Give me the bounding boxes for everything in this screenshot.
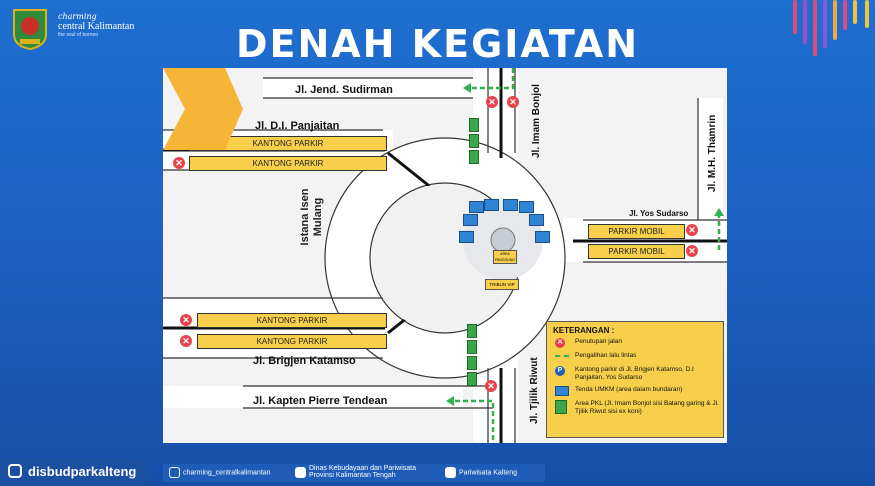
legend-title: KETERANGAN : (553, 326, 615, 335)
road-closure-icon: ✕ (485, 380, 497, 392)
road-closure-icon: ✕ (555, 338, 565, 348)
road-closure-icon: ✕ (173, 157, 185, 169)
umkm-tent-icon (469, 201, 484, 213)
pkl-area-icon (467, 340, 477, 354)
umkm-tent-icon (503, 199, 518, 211)
road-label-panjaitan: Jl. D.I. Panjaitan (255, 120, 340, 132)
tribun-vip: TRIBUN VIP (485, 279, 519, 290)
parking-area: KANTONG PARKIR (197, 313, 387, 328)
umkm-tent-icon (484, 199, 499, 211)
footer-youtube[interactable]: Pariwisata Kalteng (445, 467, 517, 478)
pkl-area-icon (467, 372, 477, 386)
footer-social-bar: charming_centralkalimantan Dinas Kebuday… (163, 464, 545, 482)
legend-item: P Kantong parkir di Jl. Brigjen Katamso,… (553, 365, 723, 385)
umkm-tent-icon (555, 386, 569, 396)
car-parking-area: PARKIR MOBIL (588, 224, 685, 239)
pkl-area-icon (467, 356, 477, 370)
pkl-area-icon (469, 150, 479, 164)
road-closure-icon: ✕ (507, 96, 519, 108)
road-label-tjilik-riwut: Jl. Tjilik Riwut (529, 357, 540, 424)
road-label-tendean: Jl. Kapten Pierre Tendean (253, 395, 388, 407)
umkm-tent-icon (463, 214, 478, 226)
pkl-area-icon (555, 400, 567, 414)
parking-area: KANTONG PARKIR (197, 334, 387, 349)
parking-area: KANTONG PARKIR (189, 156, 387, 171)
footer-instagram[interactable]: charming_centralkalimantan (169, 467, 271, 478)
legend-item: Tenda UMKM (area dalam bundaran) (553, 385, 723, 399)
page-title: DENAH KEGIATAN (235, 22, 640, 66)
road-closure-icon: ✕ (686, 245, 698, 257)
youtube-icon (445, 467, 456, 478)
legend-item: Pengalihan lalu lintas (553, 351, 723, 365)
palace-area (163, 68, 243, 150)
road-label-yos-sudarso: Jl. Yos Sudarso (629, 209, 689, 218)
legend-item: ✕ Penutupan jalan (553, 337, 723, 351)
umkm-tent-icon (519, 201, 534, 213)
palace-label: Istana Isen Mulang (299, 188, 324, 246)
road-closure-icon: ✕ (486, 96, 498, 108)
facebook-icon (295, 467, 306, 478)
road-label-sudirman: Jl. Jend. Sudirman (295, 84, 393, 96)
charming-central-kalimantan-logo: charming central Kalimantan the soul of … (58, 12, 135, 38)
footer-handle[interactable]: disbudparkalteng (0, 458, 148, 486)
road-label-thamrin: Jl. M.H. Thamrin (707, 114, 718, 192)
pkl-area-icon (467, 324, 477, 338)
instagram-icon (169, 467, 180, 478)
instagram-icon (8, 464, 22, 478)
road-closure-icon: ✕ (180, 314, 192, 326)
car-parking-area: PARKIR MOBIL (588, 244, 685, 259)
road-label-katamso: Jl. Brigjen Katamso (253, 355, 356, 367)
stage-area: AREA PANGGUNG (493, 250, 517, 264)
road-closure-icon: ✕ (180, 335, 192, 347)
legend-item: Area PKL (Jl. Imam Bonjol sisi Batang ga… (553, 399, 723, 421)
map-legend: KETERANGAN : ✕ Penutupan jalan Pengaliha… (546, 321, 724, 438)
pkl-area-icon (469, 134, 479, 148)
parking-icon: P (555, 366, 565, 376)
traffic-diversion-arrow-icon (555, 355, 569, 360)
umkm-tent-icon (535, 231, 550, 243)
road-label-imam-bonjol: Jl. Imam Bonjol (531, 84, 542, 158)
umkm-tent-icon (529, 214, 544, 226)
pkl-area-icon (469, 118, 479, 132)
umkm-tent-icon (459, 231, 474, 243)
event-map: Jl. Jend. Sudirman Jl. D.I. Panjaitan Jl… (163, 68, 727, 443)
footer: disbudparkalteng charming_centralkaliman… (0, 458, 875, 486)
road-closure-icon: ✕ (686, 224, 698, 236)
decorative-stripes (785, 0, 875, 62)
regional-emblem-logo (12, 8, 48, 51)
